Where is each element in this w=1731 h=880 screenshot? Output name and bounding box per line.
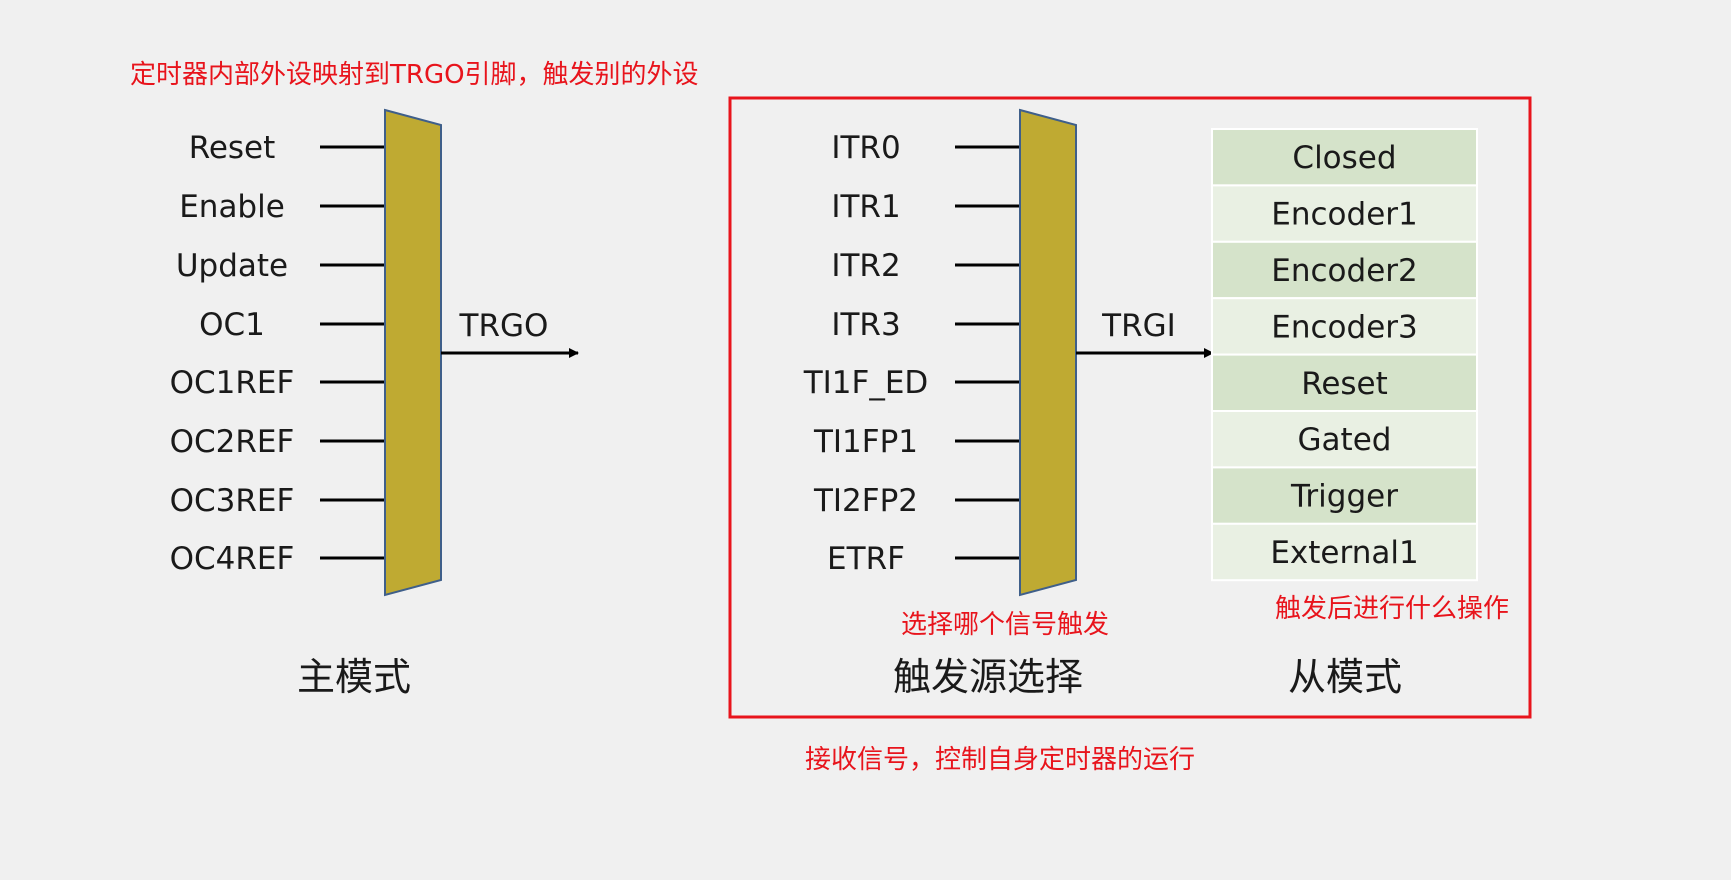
slave-mode-cell <box>1211 184 1478 243</box>
master-input-label: OC2REF <box>170 424 295 460</box>
slave-mode-label: Reset <box>1301 366 1388 402</box>
bottom-note: 接收信号，控制自身定时器的运行 <box>805 745 1195 775</box>
slave-mode-cell <box>1211 240 1478 300</box>
slave-action-note: 触发后进行什么操作 <box>1275 594 1509 624</box>
slave-mode-label: External1 <box>1270 535 1418 571</box>
slave-mode-list: ClosedEncoder1Encoder2Encoder3ResetGated… <box>1211 128 1478 582</box>
trigger-input-label: ETRF <box>827 541 905 577</box>
master-input-label: OC1REF <box>170 365 295 401</box>
master-input-label: OC1 <box>199 307 265 343</box>
trigger-input-label: ITR3 <box>831 307 900 343</box>
slave-mode-cell <box>1211 466 1478 525</box>
slave-section-frame <box>728 96 1532 719</box>
slave-mode-group: ClosedEncoder1Encoder2Encoder3ResetGated… <box>1211 128 1509 699</box>
trigger-source-mux <box>1019 108 1077 597</box>
trigger-input-label: TI1FP1 <box>813 424 918 460</box>
master-input-label: Enable <box>179 189 285 225</box>
trigger-input-label: ITR0 <box>831 130 900 166</box>
master-input-label: Update <box>176 248 288 284</box>
master-mux <box>384 108 442 597</box>
trigger-input-label: TI1F_ED <box>803 365 929 401</box>
master-input-label: OC3REF <box>170 483 295 519</box>
slave-mode-label: Trigger <box>1290 479 1398 515</box>
slave-mode-caption: 从模式 <box>1288 655 1402 699</box>
slave-mode-label: Gated <box>1298 422 1392 458</box>
trigger-source-caption: 触发源选择 <box>893 655 1083 699</box>
master-mode-note: 定时器内部外设映射到TRGO引脚，触发别的外设 <box>130 60 699 90</box>
slave-mode-cell <box>1211 522 1478 582</box>
slave-mode-label: Encoder2 <box>1271 253 1417 289</box>
master-input-label: OC4REF <box>170 541 295 577</box>
trigger-input-label: TI2FP2 <box>813 483 918 519</box>
trigger-input-label: ITR1 <box>831 189 900 225</box>
trigger-input-label: ITR2 <box>831 248 900 284</box>
master-input-label: Reset <box>189 130 276 166</box>
master-mode-caption: 主模式 <box>297 655 411 699</box>
slave-mode-label: Encoder1 <box>1271 197 1417 233</box>
trigger-select-note: 选择哪个信号触发 <box>901 610 1109 640</box>
slave-mode-label: Encoder3 <box>1271 309 1417 345</box>
trigger-source-group: ITR0ITR1ITR2ITR3TI1F_EDTI1FP1TI2FP2ETRF … <box>803 108 1214 699</box>
trgo-label: TRGO <box>459 308 549 344</box>
trgi-label: TRGI <box>1101 308 1176 344</box>
slave-mode-label: Closed <box>1292 140 1396 176</box>
slave-mode-cell <box>1211 128 1478 187</box>
